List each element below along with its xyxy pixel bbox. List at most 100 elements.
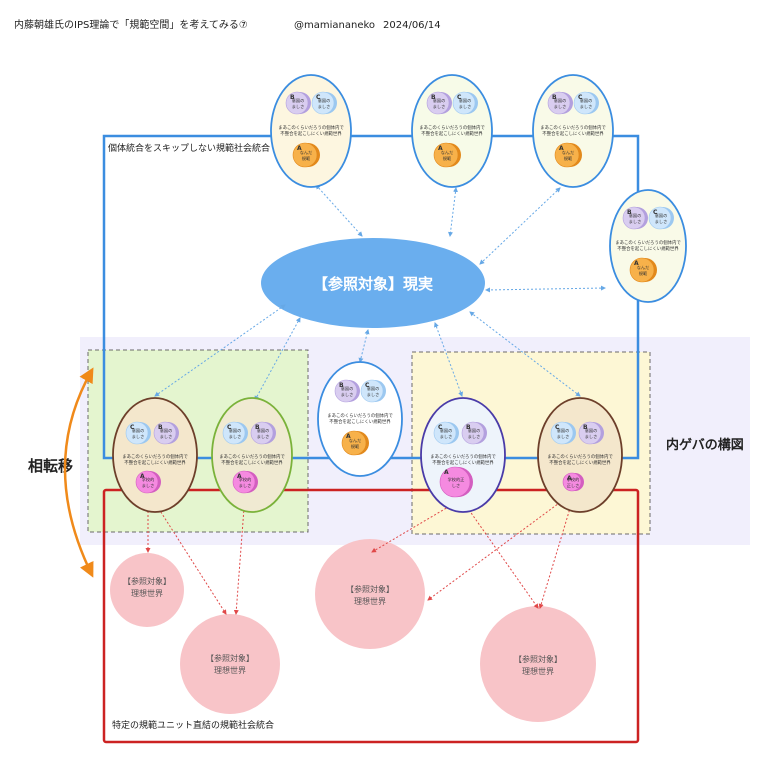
unit-caption: まあこのくらいだろうの個体内で: [219, 453, 285, 460]
ideal-world-text: 理想世界: [354, 596, 386, 606]
unit-disc-text: 意図の: [554, 97, 567, 104]
unit-disc-letter: C: [365, 382, 370, 389]
header-title: 内藤朝雄氏のIPS理論で「規範空間」を考えてみる⑦: [14, 18, 248, 31]
unit-disc-text: なんだ: [349, 437, 362, 444]
norm-unit-5: B意図のましさC意図のましさまあこのくらいだろうの個体内で不整合を起こしにくい規…: [317, 361, 403, 477]
unit-disc-text: しさ: [452, 482, 460, 488]
reality-ellipse: [261, 238, 485, 328]
unit-disc-text: 規範: [564, 155, 573, 162]
unit-disc-letter: B: [552, 94, 557, 101]
unit-disc-text: 意図の: [341, 385, 354, 392]
unit-disc-text: ましさ: [239, 482, 252, 488]
unit-caption: まあこのくらいだろうの個体内で: [540, 124, 606, 131]
unit-caption: 不整合を起こしにくい規範世界: [549, 459, 611, 466]
unit-caption: まあこのくらいだろうの個体内で: [122, 453, 188, 460]
reality-label: 【参照対象】現実: [313, 275, 433, 293]
ideal-world-1: 【参照対象】 理想世界: [110, 553, 184, 627]
unit-caption: 不整合を起こしにくい規範世界: [542, 130, 604, 137]
ideal-world-text: 理想世界: [214, 665, 246, 675]
unit-disc-letter: A: [559, 145, 564, 152]
unit-caption: 不整合を起こしにくい規範世界: [421, 130, 483, 137]
ideal-world-text: 理想世界: [522, 666, 554, 676]
unit-disc-letter: B: [158, 424, 163, 431]
norm-units: B意図のましさC意図のましさまあこのくらいだろうの個体内で不整合を起こしにくい規…: [112, 74, 687, 513]
unit-disc-text: 学校的正: [448, 476, 465, 483]
unit-disc-text: ましさ: [257, 433, 270, 439]
unit-disc-text: ましさ: [318, 103, 331, 109]
unit-caption: まあこのくらいだろうの個体内で: [327, 412, 393, 419]
unit-caption: 不整合を起こしにくい規範世界: [124, 459, 186, 466]
unit-direct-label: 特定の規範ユニット直結の規範社会統合: [112, 719, 274, 731]
unit-disc-text: 意図の: [629, 212, 642, 219]
unit-disc-letter: C: [578, 94, 583, 101]
unit-disc-text: ましさ: [585, 433, 598, 439]
unit-disc-text: 意図の: [433, 97, 446, 104]
unit-caption: 不整合を起こしにくい規範世界: [221, 459, 283, 466]
unit-disc-letter: C: [227, 424, 232, 431]
unit-caption: まあこのくらいだろうの個体内で: [419, 124, 485, 131]
ideal-tag: 【参照対象】: [206, 653, 254, 663]
unit-disc-text: ましさ: [341, 391, 354, 397]
unit-disc-text: 意図の: [229, 427, 242, 434]
unit-disc-text: 意図の: [459, 97, 472, 104]
unit-disc-text: 意図の: [440, 427, 453, 434]
norm-unit-8: C意図のましさB意図のましさまあこのくらいだろうの個体内で不整合を起こしにくい規…: [420, 397, 506, 513]
unit-disc-text: 意図の: [655, 212, 668, 219]
unit-disc-text: ましさ: [229, 433, 242, 439]
unit-disc-text: ましさ: [468, 433, 481, 439]
unit-disc-text: 規範: [302, 155, 311, 162]
unit-disc-text: 意図の: [292, 97, 305, 104]
unit-disc-text: なんだ: [562, 149, 575, 156]
unit-disc-letter: C: [653, 209, 658, 216]
unit-disc-letter: A: [567, 475, 572, 482]
unit-disc-letter: A: [438, 145, 443, 152]
norm-unit-7: C意図のましさB意図のましさまあこのくらいだろうの個体内で不整合を起こしにくい規…: [211, 397, 293, 513]
unit-disc-text: ましさ: [655, 218, 668, 224]
unit-disc-letter: A: [634, 260, 639, 267]
ideal-tag: 【参照対象】: [123, 576, 171, 586]
unit-disc-letter: B: [466, 424, 471, 431]
unit-disc-text: 規範: [639, 270, 648, 277]
unit-disc-text: ましさ: [580, 103, 593, 109]
unit-disc-text: 学校的: [567, 476, 580, 483]
unit-disc-text: 規範: [351, 443, 360, 450]
unit-disc-text: ましさ: [554, 103, 567, 109]
unit-disc-letter: B: [290, 94, 295, 101]
unit-disc-letter: C: [438, 424, 443, 431]
inner-gebba-label: 内ゲバの構図: [666, 437, 744, 453]
unit-caption: 不整合を起こしにくい規範世界: [280, 130, 342, 137]
ideal-world-2: 【参照対象】 理想世界: [180, 614, 280, 714]
unit-disc-letter: B: [583, 424, 588, 431]
unit-disc-text: ましさ: [292, 103, 305, 109]
header-date: 2024/06/14: [383, 20, 441, 31]
unit-disc-letter: C: [130, 424, 135, 431]
reality-arrows: [154, 184, 606, 401]
unit-disc-text: ましさ: [433, 103, 446, 109]
unit-disc-text: なんだ: [441, 149, 454, 156]
unit-disc-text: ましさ: [557, 433, 570, 439]
unit-disc-letter: B: [255, 424, 260, 431]
unit-disc-text: ましさ: [440, 433, 453, 439]
unit-disc-text: ましさ: [367, 391, 380, 397]
ideal-world-text: 理想世界: [131, 588, 163, 598]
unit-disc-text: ましさ: [160, 433, 173, 439]
